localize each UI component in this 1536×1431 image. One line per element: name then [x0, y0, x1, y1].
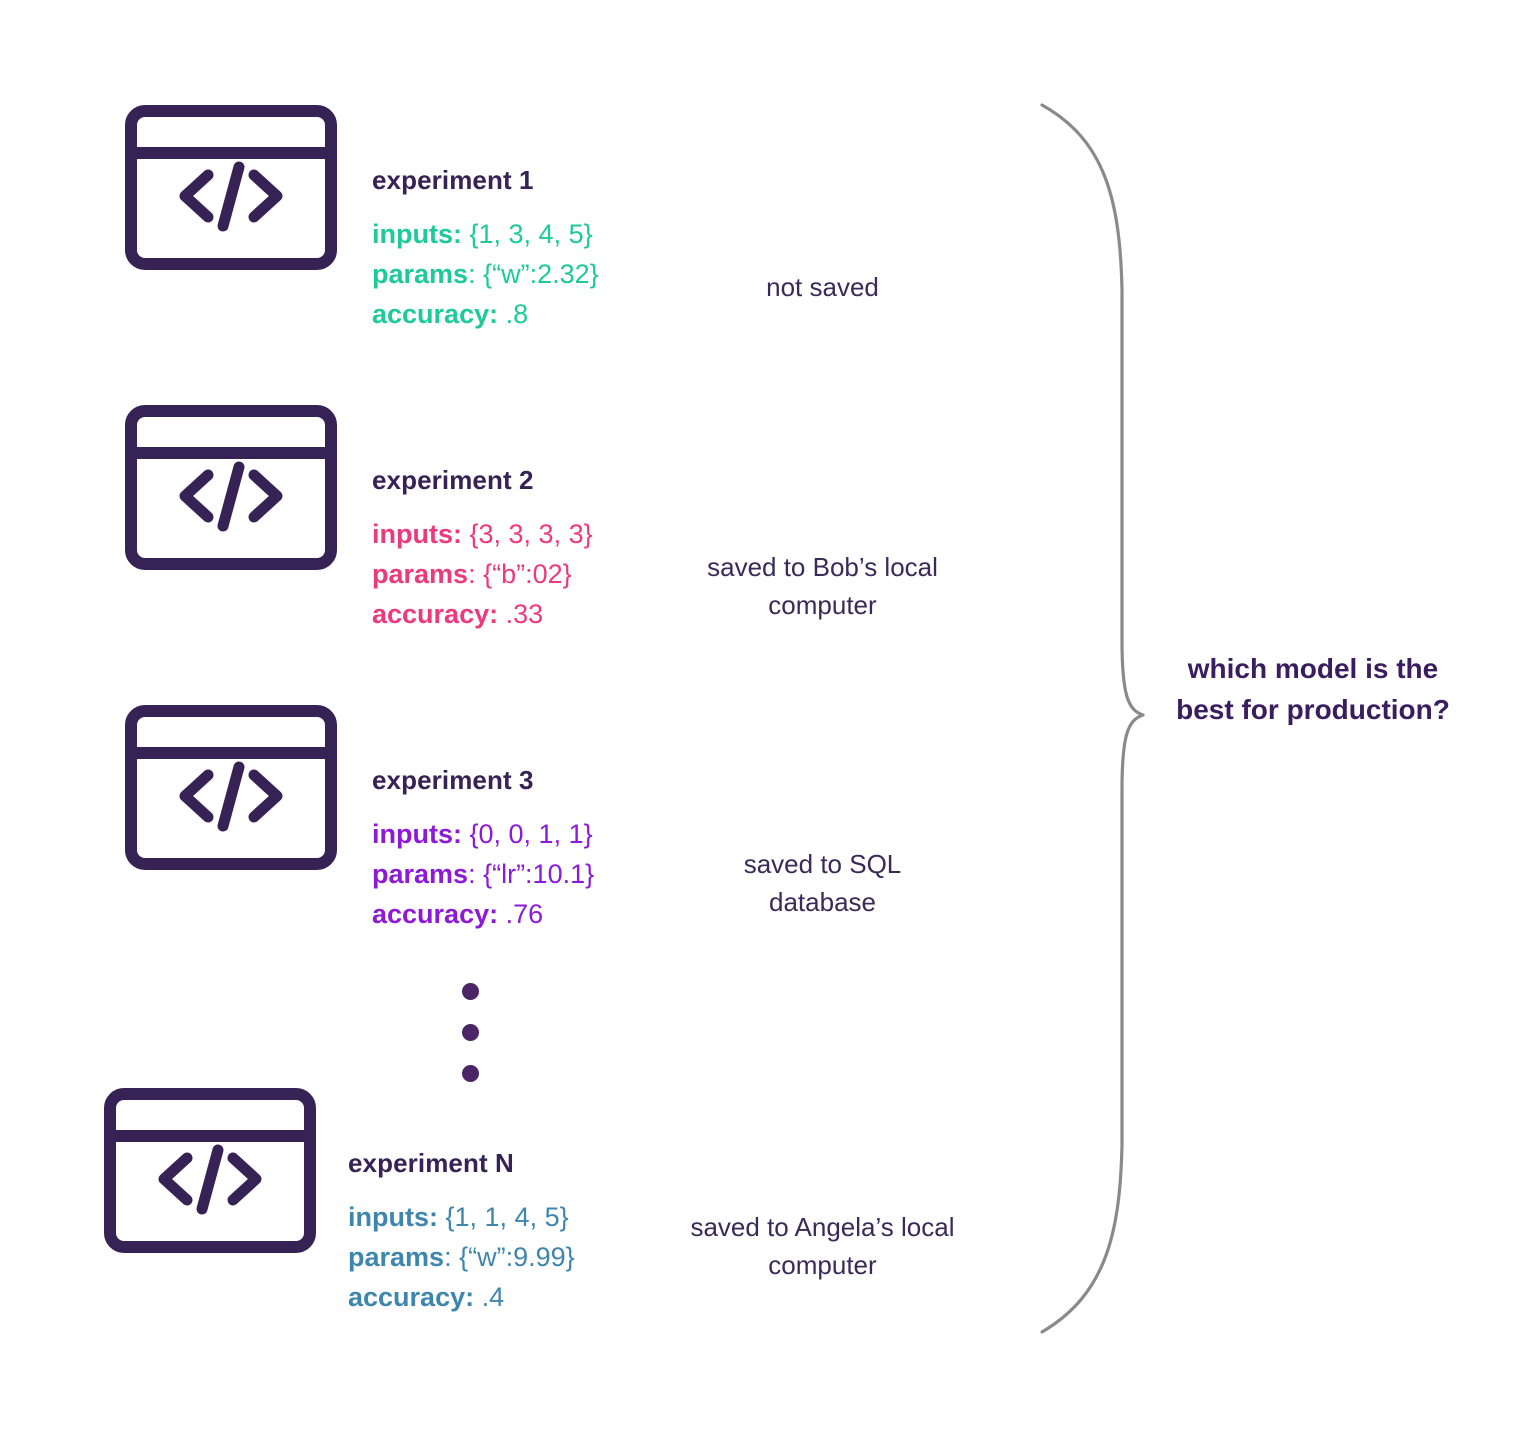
experiment-fields: inputs: {1, 3, 4, 5} params: {“w”:2.32} …: [372, 214, 599, 334]
experiment-title: experiment 1: [372, 165, 534, 195]
experiment-block-3: experiment 3 inputs: {0, 0, 1, 1} params…: [125, 705, 594, 934]
field-params: params: {“w”:9.99}: [348, 1242, 575, 1272]
field-accuracy: accuracy: .76: [372, 899, 544, 929]
field-accuracy: accuracy: .4: [348, 1282, 505, 1312]
storage-label-n: saved to Angela’s local computer: [690, 1212, 955, 1280]
experiment-title: experiment N: [348, 1148, 514, 1178]
experiment-title: experiment 3: [372, 765, 534, 795]
experiment-details: experiment 3 inputs: {0, 0, 1, 1} params…: [372, 767, 594, 934]
field-inputs: inputs: {1, 3, 4, 5}: [372, 219, 593, 249]
ellipsis-dot: [462, 1065, 479, 1082]
field-inputs: inputs: {3, 3, 3, 3}: [372, 519, 593, 549]
experiment-block-1: experiment 1 inputs: {1, 3, 4, 5} params…: [125, 105, 599, 334]
field-accuracy: accuracy: .33: [372, 599, 544, 629]
code-window-icon: [125, 105, 337, 270]
curly-brace-icon: [1040, 103, 1145, 1334]
experiment-block-2: experiment 2 inputs: {3, 3, 3, 3} params…: [125, 405, 593, 634]
experiment-details: experiment 1 inputs: {1, 3, 4, 5} params…: [372, 167, 599, 334]
experiment-block-n: experiment N inputs: {1, 1, 4, 5} params…: [104, 1088, 575, 1317]
experiment-title: experiment 2: [372, 465, 534, 495]
storage-label-1: not saved: [766, 272, 879, 302]
field-inputs: inputs: {0, 0, 1, 1}: [372, 819, 593, 849]
code-window-icon: [104, 1088, 316, 1253]
field-accuracy: accuracy: .8: [372, 299, 529, 329]
field-inputs: inputs: {1, 1, 4, 5}: [348, 1202, 569, 1232]
conclusion-question: which model is the best for production?: [1176, 653, 1450, 725]
field-params: params: {“lr”:10.1}: [372, 859, 595, 889]
experiment-details: experiment N inputs: {1, 1, 4, 5} params…: [348, 1150, 575, 1317]
vertical-ellipsis-icon: [462, 983, 479, 1082]
ellipsis-dot: [462, 983, 479, 1000]
ellipsis-dot: [462, 1024, 479, 1041]
code-window-icon: [125, 405, 337, 570]
experiment-fields: inputs: {1, 1, 4, 5} params: {“w”:9.99} …: [348, 1197, 575, 1317]
storage-label-2: saved to Bob’s local computer: [707, 552, 938, 620]
experiment-fields: inputs: {3, 3, 3, 3} params: {“b”:02} ac…: [372, 514, 593, 634]
code-window-icon: [125, 705, 337, 870]
field-params: params: {“b”:02}: [372, 559, 572, 589]
field-params: params: {“w”:2.32}: [372, 259, 599, 289]
storage-label-3: saved to SQL database: [743, 849, 902, 917]
experiment-fields: inputs: {0, 0, 1, 1} params: {“lr”:10.1}…: [372, 814, 594, 934]
experiment-details: experiment 2 inputs: {3, 3, 3, 3} params…: [372, 467, 593, 634]
